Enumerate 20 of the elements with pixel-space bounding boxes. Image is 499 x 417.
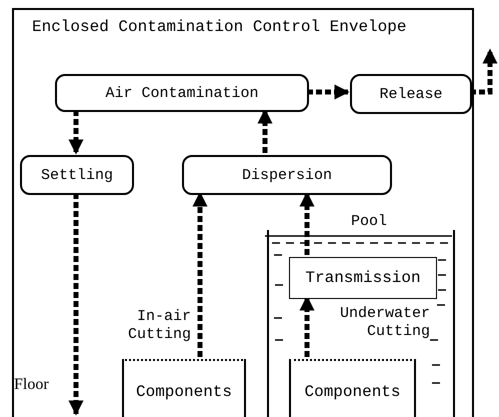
floor-label: Floor [14, 376, 49, 394]
node-label: Settling [40, 166, 113, 184]
node-label: Release [379, 86, 442, 102]
node-label: Components [136, 383, 232, 403]
node-label: Pool [351, 213, 388, 230]
arrow [307, 84, 350, 100]
component-box [122, 359, 246, 417]
arrow [68, 193, 84, 416]
process-box [289, 257, 437, 299]
process-box [182, 155, 392, 195]
process-box [20, 155, 134, 195]
process-box [350, 74, 472, 114]
node-label: Components [304, 383, 400, 403]
node-label: Enclosed Contamination Control Envelope [32, 18, 406, 36]
component-box [289, 359, 416, 417]
process-box [55, 74, 309, 112]
node-label: Dispersion [242, 166, 332, 184]
node-label: Air Contamination [105, 84, 259, 102]
node-label: Transmission [305, 269, 421, 287]
arrow [68, 110, 84, 154]
